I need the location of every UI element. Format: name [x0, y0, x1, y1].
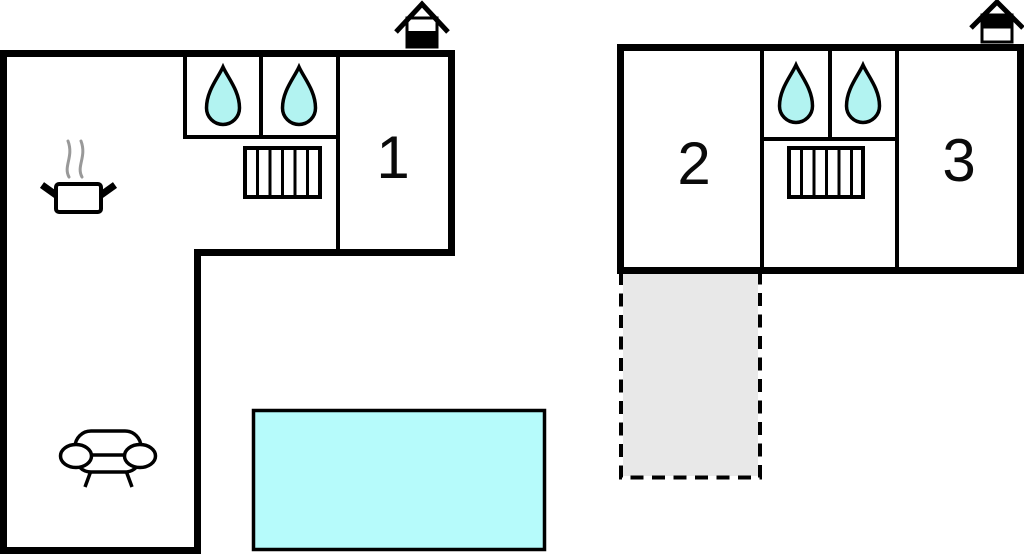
home-level-icon-right	[969, 0, 1024, 44]
room-1-label: 1	[376, 124, 409, 191]
swimming-pool	[251, 408, 547, 552]
terrace-dashed-area	[619, 272, 762, 480]
building-left-partitions	[183, 54, 340, 251]
building-left: 1	[0, 50, 455, 554]
building-right: 2 3	[617, 44, 1024, 480]
radiator-icon	[243, 146, 322, 199]
radiator-icon	[787, 146, 865, 199]
home-level-icon-left	[394, 0, 450, 49]
room-3-label: 3	[942, 127, 975, 194]
building-right-partitions	[760, 49, 899, 268]
cooking-pot-icon	[39, 139, 118, 214]
room-2-label: 2	[677, 130, 710, 197]
sofa-icon	[58, 429, 158, 488]
